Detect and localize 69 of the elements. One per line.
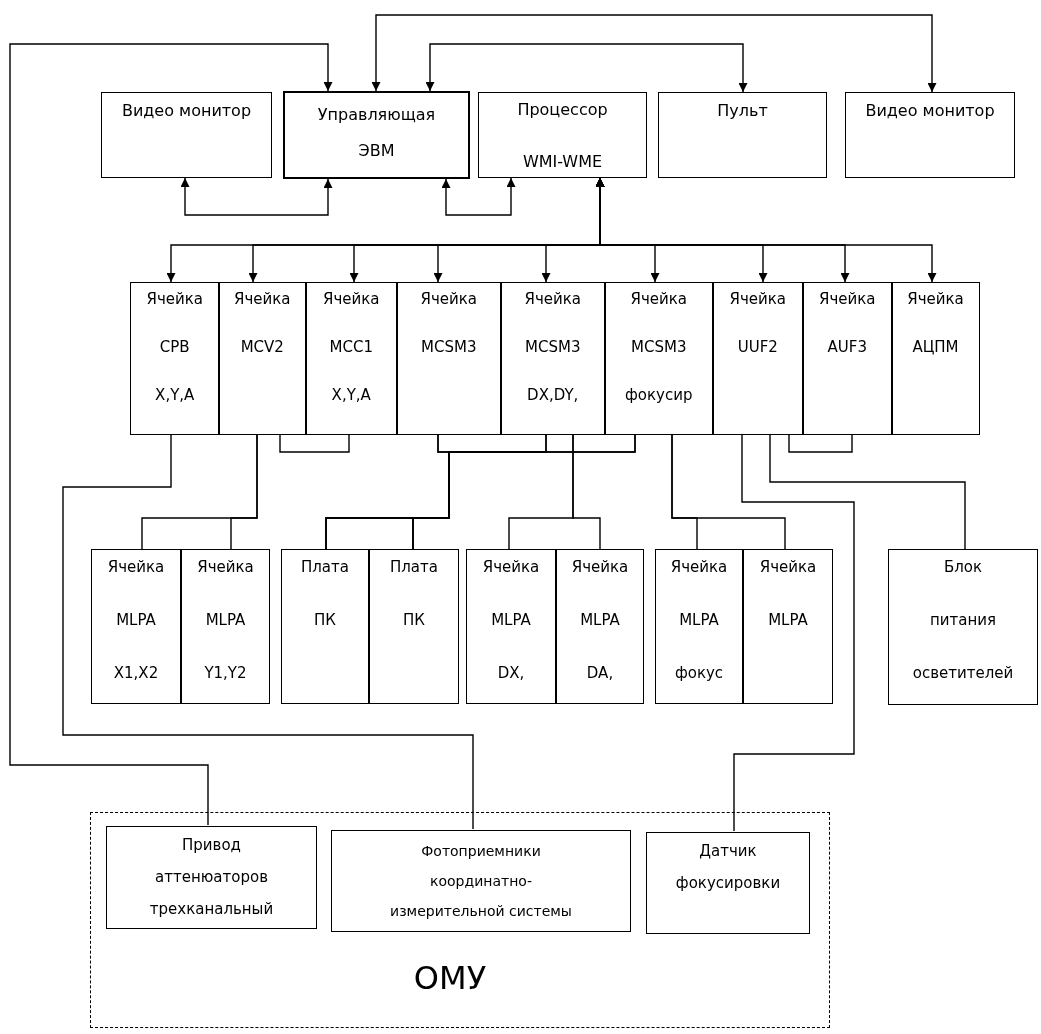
box-label: Управляющая ЭВМ bbox=[317, 104, 436, 162]
arrow bbox=[441, 177, 516, 216]
box-label: Ячейка MCC1 X,Y,A bbox=[323, 289, 380, 406]
arrow bbox=[425, 43, 748, 93]
arrow bbox=[371, 14, 937, 93]
box-label: Ячейка UUF2 bbox=[729, 289, 786, 358]
connector-line bbox=[279, 434, 350, 453]
module-cell bbox=[712, 282, 804, 435]
connector-line bbox=[572, 434, 601, 550]
box-label: Ячейка MCV2 bbox=[234, 289, 291, 358]
box-label: Датчик фокусировки bbox=[675, 841, 781, 894]
box-label: Видео монитор bbox=[865, 100, 995, 121]
module-cell bbox=[305, 282, 398, 435]
computer-box bbox=[283, 91, 470, 179]
box-label: Процессор WMI-WME bbox=[517, 99, 608, 173]
box-label: Ячейка MLPA DX, bbox=[482, 557, 540, 684]
box-label: Ячейка AUF3 bbox=[819, 289, 876, 358]
display-box bbox=[845, 92, 1015, 178]
connector-line bbox=[788, 434, 853, 453]
module-cell bbox=[604, 282, 714, 435]
module-cell bbox=[655, 549, 743, 704]
unit-box bbox=[106, 826, 317, 929]
processor-box bbox=[478, 92, 647, 178]
box-label: Фотоприемники координатно-измерительной системы bbox=[389, 842, 573, 921]
module-cell bbox=[181, 549, 270, 704]
box-label: Ячейка MLPA Y1,Y2 bbox=[197, 557, 254, 684]
box-label: Ячейка MLPA X1,X2 bbox=[107, 557, 165, 684]
display-box bbox=[658, 92, 827, 178]
module-cell bbox=[891, 282, 980, 435]
dashed-group-frame bbox=[90, 812, 830, 1028]
box-label: Пульт bbox=[717, 100, 768, 121]
connector-line bbox=[671, 434, 786, 550]
box-label: Привод аттенюаторов трехканальный bbox=[149, 835, 274, 920]
box-label: Плата ПК bbox=[390, 557, 438, 631]
connector-line bbox=[769, 434, 966, 550]
box-label: Ячейка CPB X,Y,A bbox=[146, 289, 203, 406]
module-cell bbox=[888, 549, 1038, 705]
box-label: Видео монитор bbox=[121, 100, 252, 121]
unit-box bbox=[646, 832, 810, 934]
box-label: Плата ПК bbox=[301, 557, 349, 631]
box-label: Ячейка MCSM3 фокусир bbox=[625, 289, 693, 406]
display-box bbox=[101, 92, 272, 178]
unit-box bbox=[331, 830, 631, 932]
arrow bbox=[595, 177, 937, 283]
module-cell bbox=[556, 549, 644, 704]
module-cell bbox=[91, 549, 181, 704]
box-label: Блок питания осветителей bbox=[912, 557, 1014, 684]
box-label: Ячейка MCSM3 bbox=[420, 289, 477, 358]
module-cell bbox=[802, 282, 893, 435]
box-label: Ячейка MCSM3 DX,DY, bbox=[524, 289, 581, 406]
module-cell bbox=[369, 549, 459, 704]
arrow bbox=[9, 43, 333, 826]
box-label: Ячейка MLPA DA, bbox=[571, 557, 629, 684]
connector-line bbox=[733, 434, 855, 832]
connector-line bbox=[230, 434, 258, 550]
connector-line bbox=[412, 434, 636, 550]
arrow bbox=[180, 177, 333, 216]
box-label: Ячейка MLPA фокус bbox=[670, 557, 728, 684]
group-label: ОМУ bbox=[413, 959, 487, 997]
module-cell bbox=[396, 282, 502, 435]
module-cell bbox=[466, 549, 556, 704]
module-cell bbox=[500, 282, 606, 435]
box-label: Ячейка MLPA bbox=[759, 557, 817, 631]
module-cell bbox=[130, 282, 220, 435]
module-cell bbox=[743, 549, 833, 704]
connector-line bbox=[62, 434, 474, 830]
module-cell bbox=[218, 282, 307, 435]
module-cell bbox=[281, 549, 369, 704]
box-label: Ячейка АЦПМ bbox=[907, 289, 964, 358]
